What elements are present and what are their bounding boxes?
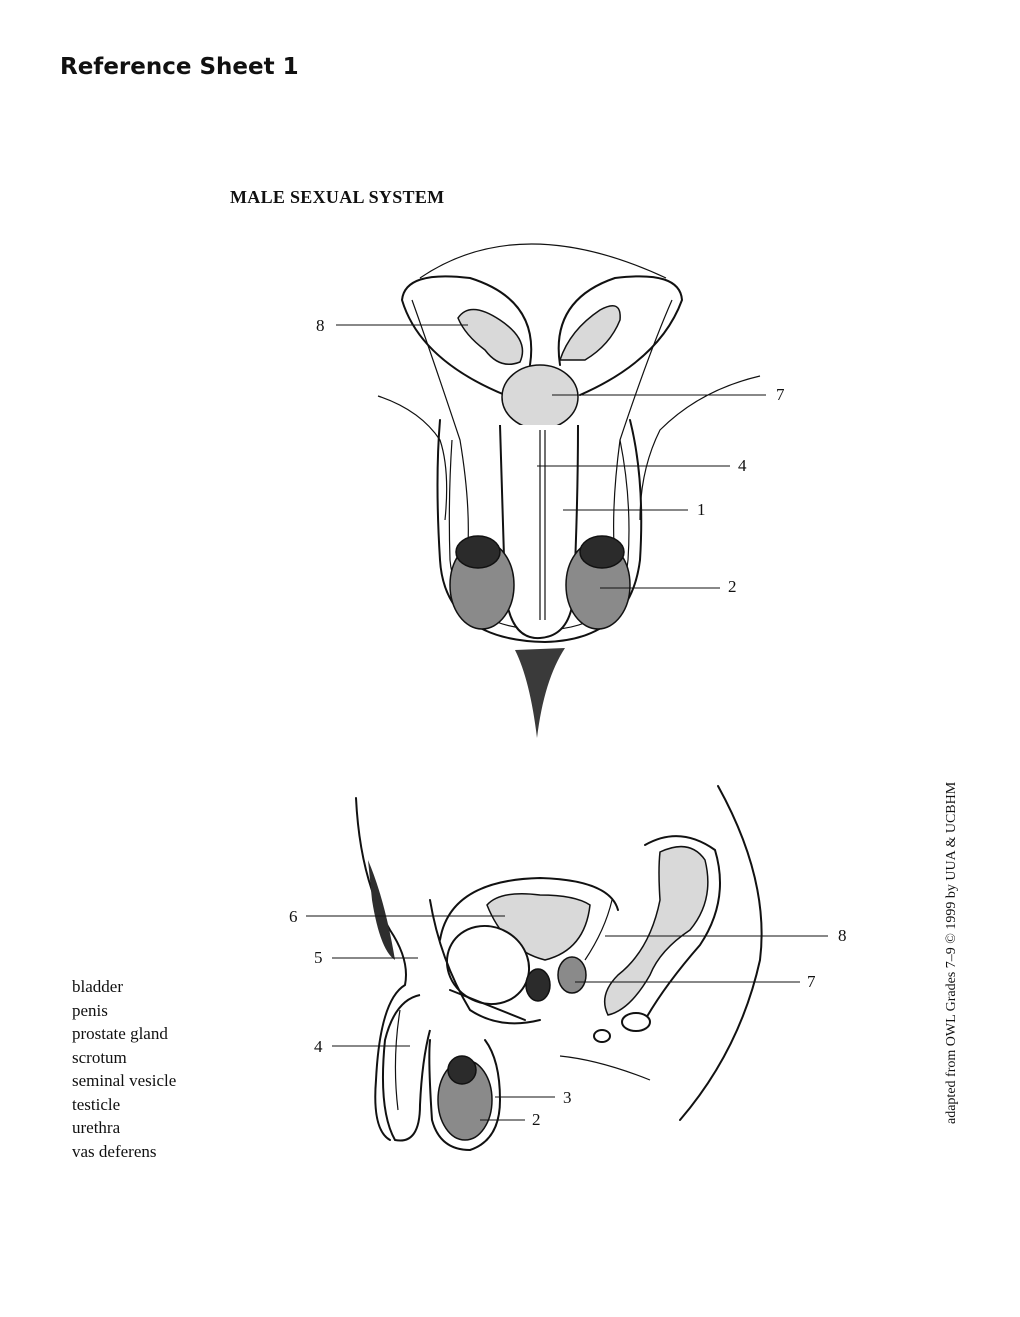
sheet-title: Reference Sheet 1 <box>60 54 299 80</box>
side-view-illustration <box>355 785 763 1151</box>
label-number: 1 <box>697 500 706 519</box>
label-number: 7 <box>807 972 816 991</box>
label-number: 5 <box>314 948 323 967</box>
label-number: 6 <box>289 907 298 926</box>
label-number: 2 <box>728 577 737 596</box>
word-bank-item: vas deferens <box>72 1141 157 1161</box>
word-bank-item: testicle <box>72 1094 121 1114</box>
word-bank-item: bladder <box>72 977 123 996</box>
word-bank-item: penis <box>72 1000 108 1020</box>
credit-line: adapted from OWL Grades 7–9 © 1999 by UU… <box>944 781 959 1124</box>
label-number: 2 <box>532 1110 541 1129</box>
word-bank-item: seminal vesicle <box>72 1071 177 1090</box>
label-number: 4 <box>738 456 747 475</box>
word-bank-item: urethra <box>72 1118 121 1137</box>
word-bank: bladder penis prostate gland scrotum sem… <box>72 975 176 1163</box>
label-number: 7 <box>776 385 785 404</box>
diagram-title: MALE SEXUAL SYSTEM <box>230 187 445 207</box>
word-bank-item: scrotum <box>72 1047 127 1067</box>
label-number: 3 <box>563 1088 572 1107</box>
label-number: 8 <box>316 316 325 335</box>
front-view-illustration <box>377 243 761 738</box>
label-number: 8 <box>838 926 847 945</box>
word-bank-item: prostate gland <box>72 1024 168 1043</box>
label-number: 4 <box>314 1037 323 1056</box>
